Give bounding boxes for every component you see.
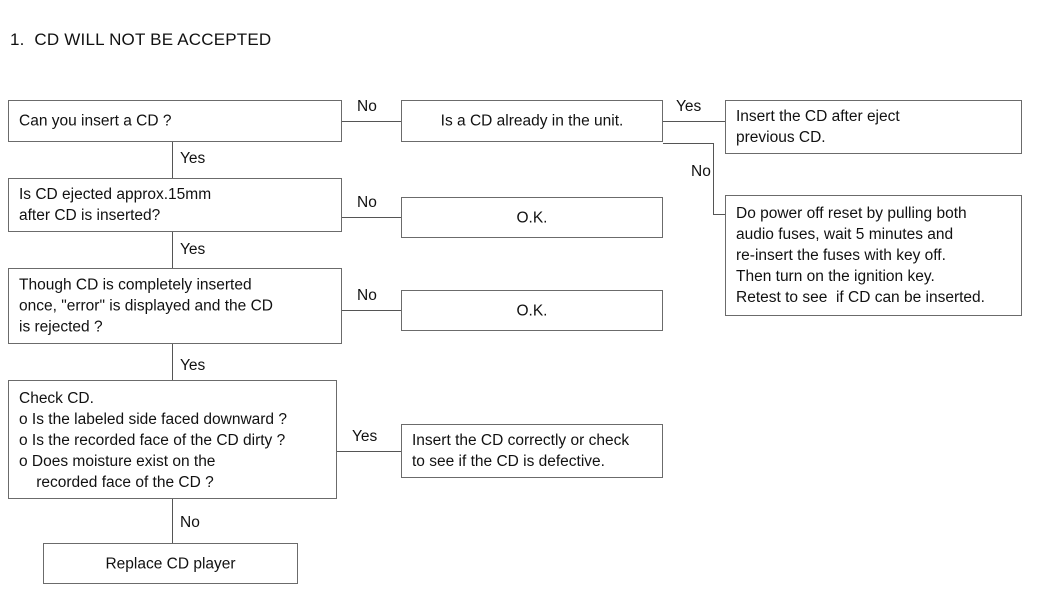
node-power-off-reset: Do power off reset by pulling both audio… [725, 195, 1022, 316]
edge-label-already-yes: Yes [676, 98, 702, 115]
edge-label-ejected-no: No [357, 194, 377, 211]
edge-label-insert-no: No [357, 98, 377, 115]
edge-label-error-no: No [357, 287, 377, 304]
connector-ejected-no [342, 217, 401, 218]
connector-check-no [172, 499, 173, 543]
page-title: 1. CD WILL NOT BE ACCEPTED [10, 30, 272, 49]
node-can-insert-cd: Can you insert a CD ? [8, 100, 342, 142]
node-replace-cd-player-label: Replace CD player [105, 555, 236, 572]
edge-label-error-yes: Yes [180, 357, 206, 374]
node-check-cd-label: Check CD. o Is the labeled side faced do… [19, 390, 287, 491]
node-can-insert-cd-label: Can you insert a CD ? [19, 112, 172, 130]
node-power-off-reset-label: Do power off reset by pulling both audio… [736, 205, 985, 306]
connector-already-yes [663, 121, 725, 122]
node-ok-2-label: O.K. [516, 302, 548, 319]
edge-label-check-yes: Yes [352, 428, 378, 445]
node-check-cd: Check CD. o Is the labeled side faced do… [8, 380, 337, 499]
node-insert-after-eject: Insert the CD after eject previous CD. [725, 100, 1022, 154]
edge-label-check-no: No [180, 514, 200, 531]
connector-insert-no [342, 121, 401, 122]
edge-label-insert-yes: Yes [180, 150, 206, 167]
node-insert-correctly: Insert the CD correctly or check to see … [401, 424, 663, 478]
connector-check-yes [337, 451, 401, 452]
node-cd-ejected-15mm: Is CD ejected approx.15mm after CD is in… [8, 178, 342, 232]
connector-already-no-arrive [713, 214, 725, 215]
node-cd-already-in-unit-label: Is a CD already in the unit. [440, 112, 624, 130]
node-cd-ejected-15mm-label: Is CD ejected approx.15mm after CD is in… [19, 186, 212, 224]
node-replace-cd-player: Replace CD player [43, 543, 298, 584]
node-error-displayed: Though CD is completely inserted once, "… [8, 268, 342, 344]
node-insert-after-eject-label: Insert the CD after eject previous CD. [736, 108, 900, 146]
node-ok-1: O.K. [401, 197, 663, 238]
connector-insert-yes [172, 142, 173, 178]
connector-already-no-stub [663, 143, 713, 144]
node-error-displayed-label: Though CD is completely inserted once, "… [19, 276, 273, 336]
node-cd-already-in-unit: Is a CD already in the unit. [401, 100, 663, 142]
node-insert-correctly-label: Insert the CD correctly or check to see … [412, 432, 630, 470]
node-ok-1-label: O.K. [516, 209, 548, 226]
connector-error-yes [172, 344, 173, 380]
edge-label-already-no: No [691, 163, 711, 180]
connector-ejected-yes [172, 232, 173, 268]
edge-label-ejected-yes: Yes [180, 241, 206, 258]
connector-already-no-vertical [713, 143, 714, 214]
connector-error-no [342, 310, 401, 311]
node-ok-2: O.K. [401, 290, 663, 331]
